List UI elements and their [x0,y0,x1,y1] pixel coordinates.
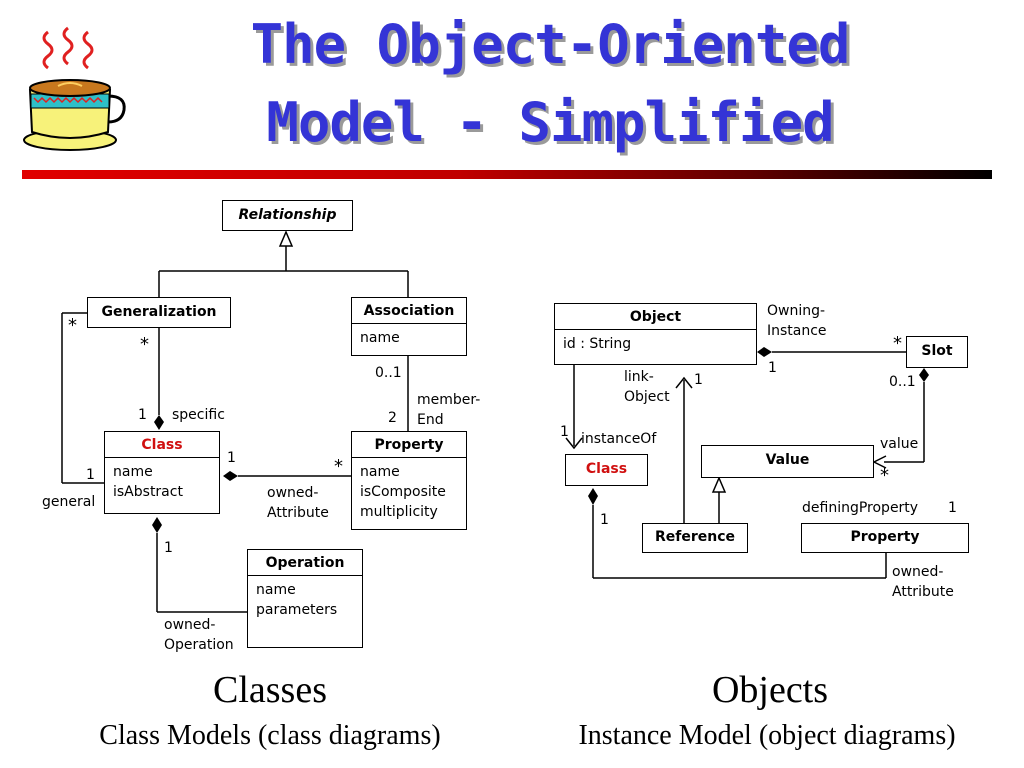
label-one-class: 1 [600,512,609,528]
relationship-label: Relationship [238,207,337,223]
caption-classes-sub: Class Models (class diagrams) [99,720,441,751]
label-star-slot: * [893,333,902,354]
label-owning-instance-1: Owning- [767,303,826,319]
operation-attr-parameters: parameters [256,602,338,618]
property-class: Property name isComposite multiplicity [351,431,467,530]
label-defining-property: definingProperty [802,500,919,516]
label-two: 2 [388,410,397,426]
caption-objects: Objects [711,669,829,711]
label-one-operation: 1 [164,540,173,556]
value-class: Value [701,445,874,478]
object-class: Object id : String [554,303,757,365]
label-one-link: 1 [694,372,703,388]
value-label: Value [765,452,810,468]
title-line-1: The Object-Oriented [250,13,851,76]
class-label: Class [105,432,219,458]
label-zero-one: 0..1 [375,365,402,381]
label-star-specific: * [140,334,149,355]
label-one-instance: 1 [560,424,569,440]
label-one-defining: 1 [948,500,957,516]
label-instance-of: instanceOf [581,431,657,447]
label-member-end-2: End [417,412,444,428]
label-one-specific: 1 [138,407,147,423]
label-star-owned-attribute: * [334,456,343,477]
object-attr-id: id : String [563,336,632,352]
class-attr-isabstract: isAbstract [113,484,183,500]
label-owned-operation-1: owned- [164,617,216,633]
label-one-owning: 1 [768,360,777,376]
label-member-end-1: member- [417,392,481,408]
label-owning-instance-2: Instance [767,323,827,339]
operation-label: Operation [248,550,362,576]
object-class-label: Class [585,461,628,477]
generalization-class: Generalization [87,297,231,328]
label-owned-attribute-obj-1: owned- [892,564,944,580]
label-link-object-1: link- [624,369,654,385]
label-general: general [42,494,96,510]
caption-objects-sub: Instance Model (object diagrams) [578,720,956,751]
object-property-class: Property [801,523,969,553]
title-line-2: Model - Simplified [266,91,834,154]
label-star-value: * [880,465,889,486]
object-property-label: Property [850,529,920,545]
label-owned-attribute-1: owned- [267,485,319,501]
association-attr: name [360,330,400,346]
coffee-cup-icon [23,26,126,151]
class-class: Class name isAbstract [104,431,220,514]
label-star-general: * [68,315,77,336]
association-class: Association name [351,297,467,356]
label-owned-attribute-2: Attribute [267,505,329,521]
label-one-owned-attribute: 1 [227,450,236,466]
object-class-class: Class [565,454,648,486]
label-zero-one-slot: 0..1 [889,374,916,390]
class-attr-name: name [113,464,153,480]
label-owned-operation-2: Operation [164,637,234,653]
property-attr-multiplicity: multiplicity [360,504,438,520]
slot-label: Slot [921,343,953,359]
generalization-label: Generalization [101,304,217,320]
property-attr-iscomposite: isComposite [360,484,446,500]
label-owned-attribute-obj-2: Attribute [892,584,954,600]
label-specific: specific [172,407,225,423]
caption-classes: Classes [213,669,327,711]
label-link-object-2: Object [624,389,670,405]
reference-label: Reference [654,529,736,545]
relationship-class: Relationship [222,200,353,231]
label-value: value [880,436,919,452]
object-label: Object [555,304,756,330]
divider-bar [22,170,992,179]
operation-class: Operation name parameters [247,549,363,648]
property-label: Property [352,432,466,458]
reference-class: Reference [642,523,748,553]
association-label: Association [352,298,466,324]
slot-class: Slot [906,336,968,368]
label-one-general: 1 [86,467,95,483]
property-attr-name: name [360,464,400,480]
operation-attr-name: name [256,582,296,598]
